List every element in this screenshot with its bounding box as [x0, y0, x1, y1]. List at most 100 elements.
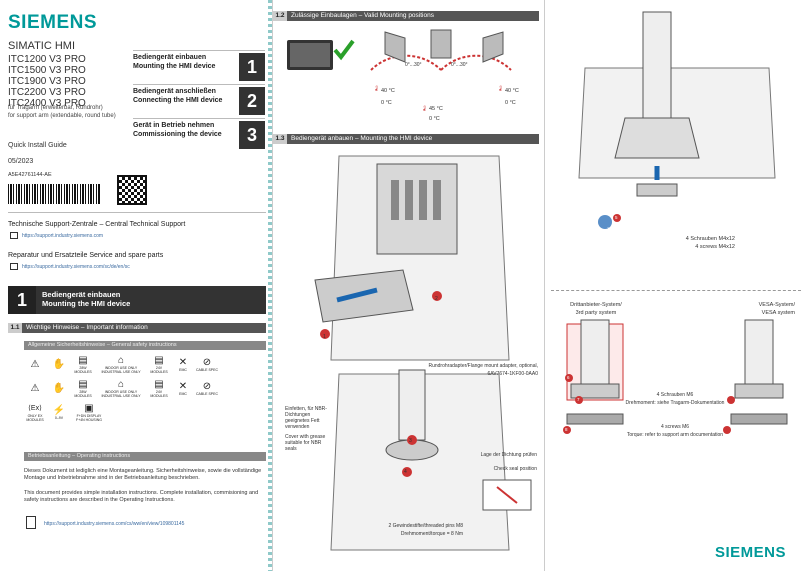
operating-link[interactable]: https://support.industry.siemens.com/cs/… [44, 521, 185, 527]
callout-number: 8 [565, 427, 568, 432]
torque-icon [598, 215, 612, 229]
article-number: A5E42761144-AE [8, 172, 52, 178]
subsection-number: 1.1 [8, 323, 22, 333]
subsection-title: Bediengerät anbauen – Mounting the HMI d… [291, 135, 433, 142]
indoor-icon: ⌂INDOOR USE ONLY INDUSTRIAL USE ONLY [101, 378, 141, 398]
callout-2 [432, 291, 442, 301]
subsection-title: Wichtige Hinweise – Important informatio… [26, 324, 148, 331]
safety-header: Allgemeine Sicherheitshinweise – General… [24, 341, 266, 350]
support-arm-column: T5 Nm 5 4 Schrauben M4x12 4 screws M4x12… [544, 0, 808, 571]
tilted-device-right [482, 31, 504, 63]
symbol-row: ⚠ ✋ ▤28W MODULES ⌂INDOOR USE ONLY INDUST… [24, 352, 266, 376]
section-title-en: Mounting the HMI device [42, 299, 131, 308]
operating-text-en: This document provides simple installati… [24, 490, 259, 503]
model-item: ITC2400 V3 PRO [8, 98, 86, 109]
arrow-icon [336, 287, 378, 303]
callout-4 [402, 467, 412, 477]
step-title-en: Commissioning the device [133, 131, 222, 138]
callout-number: 2 [435, 296, 438, 302]
temp-label: 0 °C [381, 100, 392, 106]
siemens-logo: SIEMENS [715, 544, 787, 561]
checkmark-icon [333, 39, 355, 61]
model-item: ITC2200 V3 PRO [8, 87, 86, 98]
safety-symbols: ⚠ ✋ ▤28W MODULES ⌂INDOOR USE ONLY INDUST… [24, 352, 266, 424]
seal-detail [482, 479, 532, 511]
tech-support-link[interactable]: https://support.industry.siemens.com [22, 233, 104, 239]
seal-note-en: Check seal position [493, 466, 537, 472]
callout-number: 3 [409, 438, 412, 444]
vesa-title-en: VESA system [761, 310, 795, 316]
flange-adapter-label: Rundrohradapter/Flange mount adapter, op… [428, 363, 538, 369]
fold-strip [268, 0, 272, 571]
subsection-title: Zulässige Einbaulagen – Valid Mounting p… [291, 12, 434, 19]
callout-7 [727, 396, 735, 404]
adapter-plate [570, 383, 620, 399]
temp-label: 0 °C [505, 100, 516, 106]
temp-label: 0 °C [429, 116, 440, 122]
adapter-bracket [314, 269, 414, 323]
vertical-device [430, 29, 452, 59]
torque-note-en: Torque: refer to support arm documentati… [626, 432, 724, 438]
callout-3 [407, 435, 417, 445]
model-list: ITC1200 V3 PRO ITC1500 V3 PRO ITC1900 V3… [8, 54, 86, 109]
seal-line [496, 486, 518, 504]
seal-note-de: Lage der Dichtung prüfen [480, 452, 537, 458]
model-item: ITC1200 V3 PRO [8, 54, 86, 65]
step-title-de: Gerät in Betrieb nehmen [133, 122, 215, 129]
mounting-plate [376, 163, 458, 255]
mount-options-figure [563, 319, 788, 434]
step-title-de: Bediengerät anschließen [133, 88, 216, 95]
device-plate [566, 413, 624, 425]
screws-m4-de: 4 Schrauben M4x12 [685, 236, 735, 242]
threaded-pins-label: 2 Gewindestifte/threaded pins M8 [388, 523, 464, 529]
support-arm-en: for support arm (extendable, round tube) [8, 113, 116, 119]
indoor-icon: ⌂INDOOR USE ONLY INDUSTRIAL USE ONLY [101, 354, 141, 374]
tech-support-title: Technische Support-Zentrale – Central Te… [8, 221, 186, 228]
divider [551, 290, 801, 291]
section-title-de: Bediengerät einbauen [42, 290, 121, 299]
emc-icon: ✕EMC [178, 380, 188, 396]
screws-m6-en: 4 screws M6 [660, 424, 690, 430]
cable-icon: ⊘CABLE SPEC [196, 380, 218, 396]
vesa-plate [734, 383, 784, 399]
screws-m6-de: 4 Schrauben M6 [656, 392, 694, 398]
doc-date: 05/2023 [8, 158, 34, 165]
callout-1 [320, 329, 330, 339]
step-title-de: Bediengerät einbauen [133, 54, 207, 61]
repair-link[interactable]: https://support.industry.siemens.com/sc/… [22, 264, 130, 270]
subsection-number: 1.2 [273, 11, 287, 21]
operating-header: Betriebsanleitung – Operating instructio… [24, 452, 266, 461]
siemens-logo: SIEMENS [8, 12, 98, 33]
vent-slot [405, 180, 413, 220]
step-number: 3 [239, 121, 265, 149]
thermometer-icon: 🌡 [497, 85, 504, 92]
model-item: ITC1900 V3 PRO [8, 76, 86, 87]
module-icon: ▤24V MODULES [150, 378, 168, 398]
repair-title: Reparatur und Ersatzteile Service and sp… [8, 252, 164, 259]
thermometer-icon: 🌡 [421, 105, 428, 112]
callout-7 [575, 396, 583, 404]
section-1-1-header: 1.1 Wichtige Hinweise – Important informa… [8, 323, 266, 333]
cable-icon: ⊘CABLE SPEC [196, 356, 218, 372]
module-icon: ▤24V MODULES [150, 354, 168, 374]
warning-icon: ⚠ [30, 382, 40, 394]
product-line: SIMATIC HMI [8, 40, 76, 52]
vent-slot [419, 180, 427, 220]
barcode [8, 184, 100, 204]
vesa-title-de: VESA-System/ [758, 302, 795, 308]
step-number: 1 [239, 53, 265, 81]
grease-note-en: Cover with grease suitable for NBR seals [285, 434, 326, 452]
hand-icon: ✋ [52, 382, 66, 394]
emc-icon: ✕EMC [178, 356, 188, 372]
section-number: 1 [8, 286, 36, 314]
callout-number: 7 [577, 397, 580, 402]
divider [8, 212, 266, 213]
operating-text-de: Dieses Dokument ist lediglich eine Monta… [24, 468, 262, 481]
mounting-steps-figure [314, 155, 532, 551]
